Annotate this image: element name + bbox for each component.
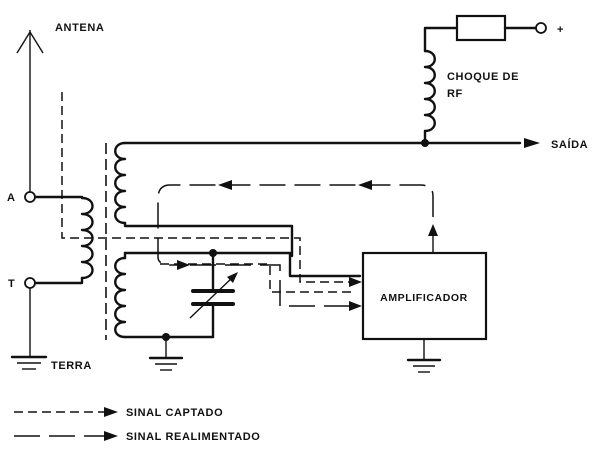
feedback-arrow-2 (358, 180, 372, 190)
feedback-signal-path (157, 184, 434, 266)
antenna-coil (33, 195, 94, 285)
legend-realimentado-label: SINAL REALIMENTADO (126, 431, 260, 443)
resistor-icon (455, 14, 507, 42)
output-arrow (524, 138, 540, 148)
tuned-ground-icon (148, 337, 184, 371)
feedback-arrow-1 (218, 180, 232, 190)
amplifier-box (361, 251, 488, 341)
rf-choke (423, 26, 459, 145)
amplificador-label: AMPLIFICADOR (380, 292, 468, 304)
amp-output-arrow (428, 224, 438, 236)
terra-label: TERRA (51, 360, 92, 372)
choque-label-1: CHOQUE DE (447, 71, 519, 83)
plus-terminal-icon (535, 22, 547, 34)
legend: SINAL CAPTADO SINAL REALIMENTADO (14, 407, 260, 443)
terminal-t-label: T (8, 278, 15, 290)
antenna-icon (16, 30, 44, 195)
legend-captado-label: SINAL CAPTADO (126, 407, 223, 419)
captured-signal-path-2 (160, 263, 352, 293)
feedback-signal-path-2 (190, 264, 352, 307)
terminal-a-label: A (7, 192, 16, 204)
amp-ground-icon (406, 339, 442, 373)
captured-signal-path (61, 92, 352, 283)
ground-icon (10, 288, 48, 370)
output-coil (114, 141, 522, 258)
choque-label-2: RF (447, 88, 463, 100)
antenna-label: ANTENA (55, 22, 104, 34)
terminal-a-icon (24, 191, 36, 203)
terminal-t-icon (24, 277, 36, 289)
plus-label: + (557, 24, 564, 36)
variable-capacitor-icon (189, 251, 238, 339)
saida-label: SAÍDA (551, 138, 588, 151)
captured-signal-arrow (349, 277, 362, 287)
feedback-arrow-3 (177, 260, 190, 270)
feedback-arrow-4 (349, 301, 362, 311)
